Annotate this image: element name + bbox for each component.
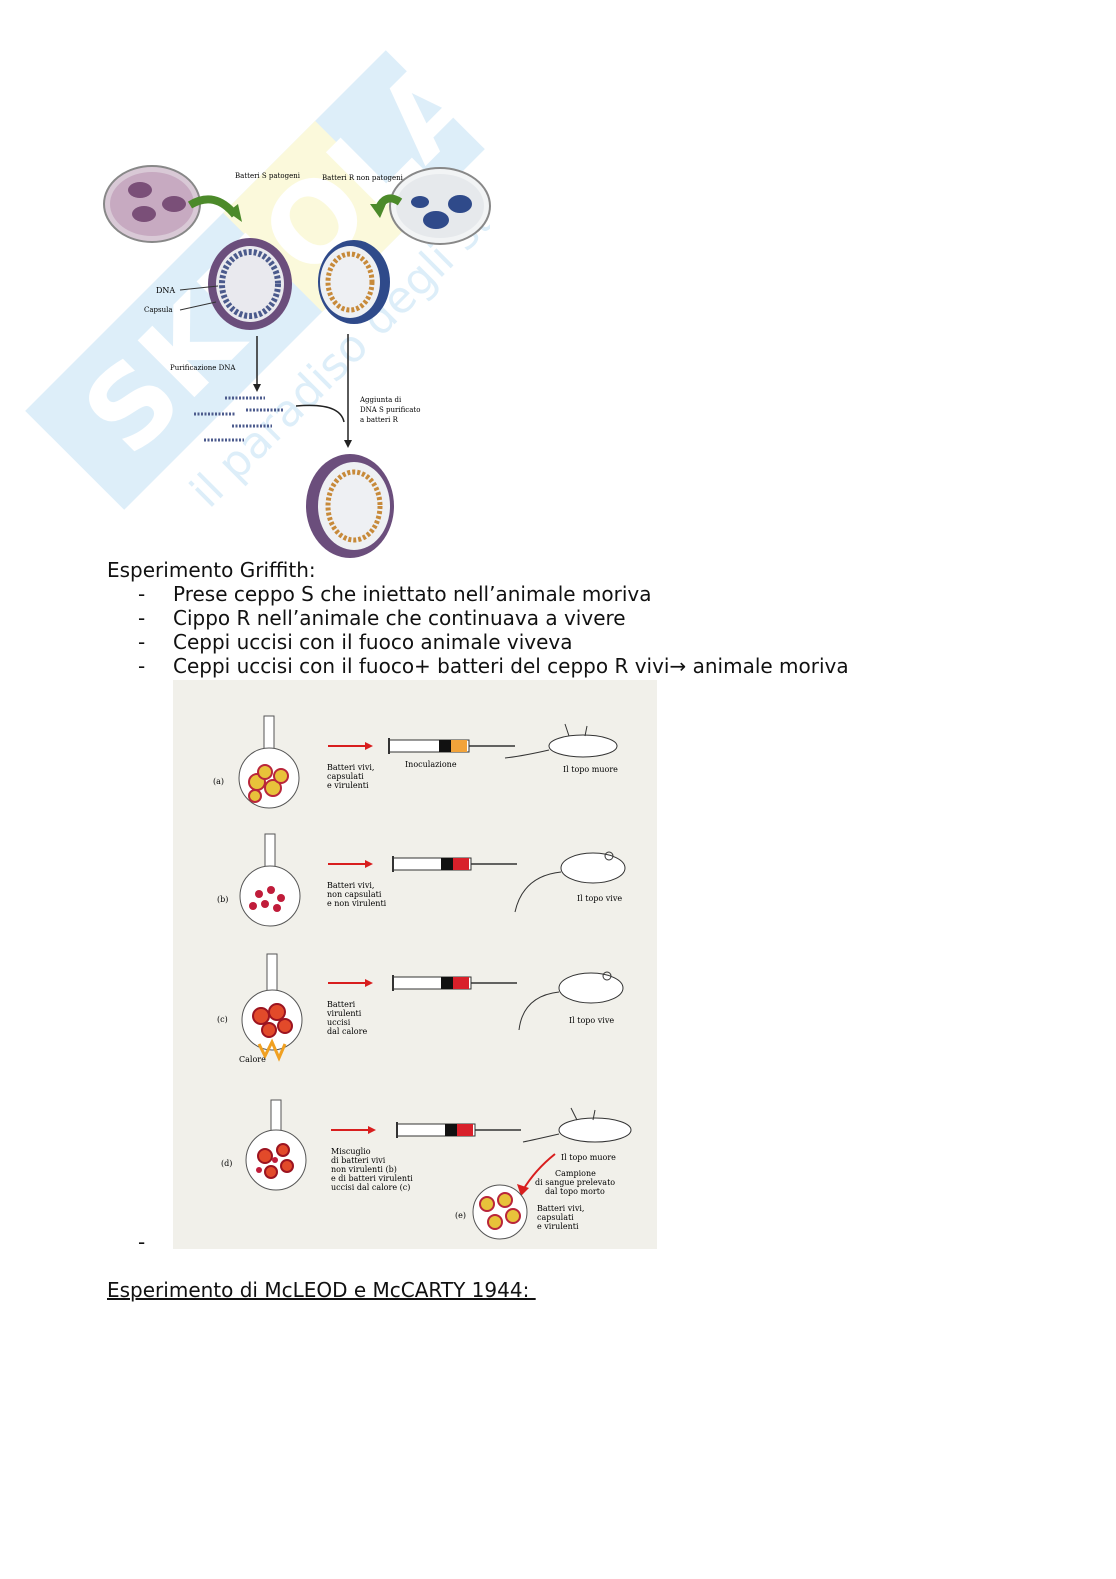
row-desc-2: di batteri vivi — [331, 1156, 386, 1165]
syringe-icon — [393, 975, 517, 991]
syringe-icon — [389, 738, 515, 754]
row-desc-1: Batteri vivi, — [327, 881, 374, 890]
e-desc-1: Batteri vivi, — [537, 1204, 584, 1213]
bullet-text: Ceppi uccisi con il fuoco+ batteri del c… — [173, 654, 849, 678]
label-dna: DNA — [156, 286, 175, 295]
result-label: Il topo muore — [561, 1153, 616, 1162]
list-item: -Prese ceppo S che iniettato nell’animal… — [138, 582, 849, 606]
row-desc-3: e virulenti — [327, 781, 369, 790]
row-letter: (d) — [221, 1159, 232, 1168]
calore-label: Calore — [239, 1055, 266, 1064]
flask-icon — [239, 716, 299, 808]
griffith-heading: Esperimento Griffith: — [107, 558, 316, 582]
s-cell — [208, 238, 292, 330]
bullet-dash: - — [138, 582, 173, 606]
transformed-cell — [306, 454, 394, 558]
bullet-dash: - — [138, 606, 173, 630]
row-c: (c) Calore Batteri virulenti uccisi dal … — [217, 954, 623, 1064]
mcleod-mccarty-heading: Esperimento di McLEOD e McCARTY 1944: — [107, 1278, 536, 1302]
dna-transformation-diagram: Batteri S patogeni Batteri R non patogen… — [100, 160, 500, 560]
sample-line-3: dal topo morto — [545, 1187, 605, 1196]
row-desc-2: non capsulati — [327, 890, 382, 899]
row-letter: (b) — [217, 895, 228, 904]
e-desc-3: e virulenti — [537, 1222, 579, 1231]
live-mouse-icon — [515, 852, 625, 912]
label-aggiunta-3: a batteri R — [360, 416, 399, 424]
label-aggiunta-2: DNA S purificato — [360, 406, 420, 414]
bullet-dash: - — [138, 630, 173, 654]
list-item: -Ceppi uccisi con il fuoco animale vivev… — [138, 630, 849, 654]
row-desc-3: non virulenti (b) — [331, 1165, 397, 1174]
dna-strands — [194, 398, 284, 440]
r-cell — [318, 240, 390, 324]
flask-icon — [242, 954, 302, 1058]
row-desc-1: Miscuglio — [331, 1147, 371, 1156]
sample-line-2: di sangue prelevato — [535, 1178, 615, 1187]
row-desc-4: dal calore — [327, 1027, 367, 1036]
syringe-icon — [393, 856, 517, 872]
bullet-text: Ceppi uccisi con il fuoco animale viveva — [173, 630, 572, 654]
row-letter: (a) — [213, 777, 224, 786]
list-item: -Ceppi uccisi con il fuoco+ batteri del … — [138, 654, 849, 678]
row-b: (b) Batteri vivi, non capsulati e non vi… — [217, 834, 625, 926]
row-desc-2: virulenti — [326, 1009, 362, 1018]
row-letter: (c) — [217, 1015, 228, 1024]
label-s-bacteria: Batteri S patogeni — [235, 172, 301, 180]
list-item: -Cippo R nell’animale che continuava a v… — [138, 606, 849, 630]
row-desc-3: uccisi — [327, 1018, 351, 1027]
row-desc-1: Batteri — [327, 1000, 356, 1009]
bullet-text: Prese ceppo S che iniettato nell’animale… — [173, 582, 652, 606]
row-d: (d) Miscuglio di batteri vivi non virule… — [221, 1100, 631, 1239]
petri-dish-r — [390, 168, 490, 244]
row-desc-5: uccisi dal calore (c) — [331, 1183, 410, 1192]
blood-sample-circle — [473, 1185, 527, 1239]
row-desc-3: e non virulenti — [327, 899, 387, 908]
e-desc-2: capsulati — [537, 1213, 574, 1222]
result-label: Il topo vive — [577, 894, 622, 903]
syringe-icon — [397, 1122, 521, 1138]
bullet-text: Cippo R nell’animale che continuava a vi… — [173, 606, 626, 630]
row-desc-2: capsulati — [327, 772, 364, 781]
petri-dish-s — [104, 166, 200, 242]
flask-icon — [246, 1100, 306, 1190]
result-label: Il topo muore — [563, 765, 618, 774]
griffith-bullet-list: -Prese ceppo S che iniettato nell’animal… — [138, 582, 849, 678]
sample-line-1: Campione — [555, 1169, 596, 1178]
result-label: Il topo vive — [569, 1016, 614, 1025]
label-purificazione: Purificazione DNA — [170, 364, 236, 372]
griffith-experiment-figure: (a) Batteri vivi, capsulati e virulenti … — [173, 680, 657, 1249]
label-r-bacteria: Batteri R non patogeni — [322, 174, 404, 182]
label-capsula: Capsula — [144, 306, 173, 314]
empty-bullet: - — [138, 1230, 145, 1254]
dead-mouse-icon — [505, 724, 617, 758]
row-desc-4: e di batteri virulenti — [331, 1174, 413, 1183]
row-desc-1: Batteri vivi, — [327, 763, 374, 772]
inoculazione-label: Inoculazione — [405, 760, 457, 769]
row-a: (a) Batteri vivi, capsulati e virulenti … — [213, 716, 618, 808]
bullet-dash: - — [138, 654, 173, 678]
label-aggiunta-1: Aggiunta di — [359, 396, 402, 404]
flask-icon — [240, 834, 300, 926]
dead-mouse-icon — [523, 1108, 631, 1142]
e-letter: (e) — [455, 1211, 466, 1220]
